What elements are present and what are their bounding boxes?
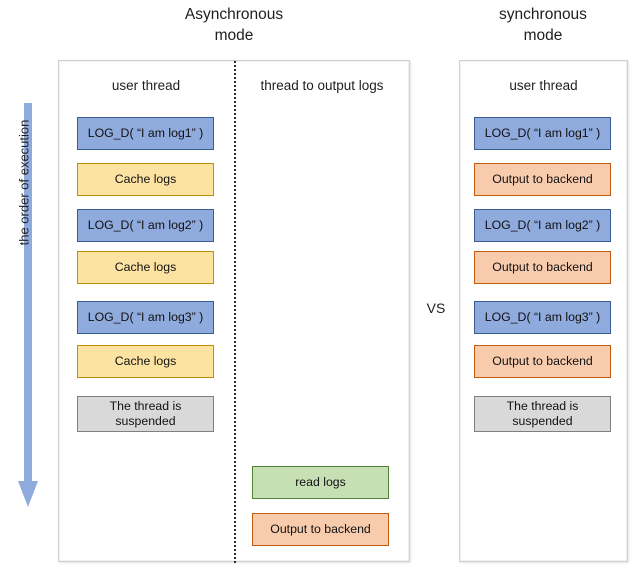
step-output-backend-async[interactable]: Output to backend: [252, 513, 389, 546]
sync-mode-title: synchronous mode: [499, 6, 587, 44]
async-mode-title: Asynchronous mode: [184, 6, 284, 44]
step-cache-logs-3[interactable]: Cache logs: [77, 345, 214, 378]
sync-step-output-backend-2[interactable]: Output to backend: [474, 251, 611, 284]
step-read-logs[interactable]: read logs: [252, 466, 389, 499]
sync-user-thread-header: user thread: [509, 78, 578, 93]
async-user-thread-header: user thread: [111, 78, 181, 93]
step-cache-logs-1[interactable]: Cache logs: [77, 163, 214, 196]
order-of-execution-label: the order of execution: [16, 119, 32, 246]
sync-step-log-d-2[interactable]: LOG_D( “I am log2” ): [474, 209, 611, 242]
down-arrow-icon: [18, 103, 38, 507]
sync-step-output-backend-1[interactable]: Output to backend: [474, 163, 611, 196]
sync-step-output-backend-3[interactable]: Output to backend: [474, 345, 611, 378]
step-log-d-2[interactable]: LOG_D( “I am log2” ): [77, 209, 214, 242]
vs-label: VS: [426, 300, 446, 316]
sync-step-log-d-3[interactable]: LOG_D( “I am log3” ): [474, 301, 611, 334]
thread-divider: [234, 61, 236, 563]
step-cache-logs-2[interactable]: Cache logs: [77, 251, 214, 284]
sync-step-thread-suspended[interactable]: The thread is suspended: [474, 396, 611, 432]
order-of-execution-arrow: [14, 103, 42, 509]
step-thread-suspended-async[interactable]: The thread is suspended: [77, 396, 214, 432]
step-log-d-1[interactable]: LOG_D( “I am log1” ): [77, 117, 214, 150]
sync-step-log-d-1[interactable]: LOG_D( “I am log1” ): [474, 117, 611, 150]
async-logging-thread-header: thread to output logs: [260, 78, 384, 93]
step-log-d-3[interactable]: LOG_D( “I am log3” ): [77, 301, 214, 334]
